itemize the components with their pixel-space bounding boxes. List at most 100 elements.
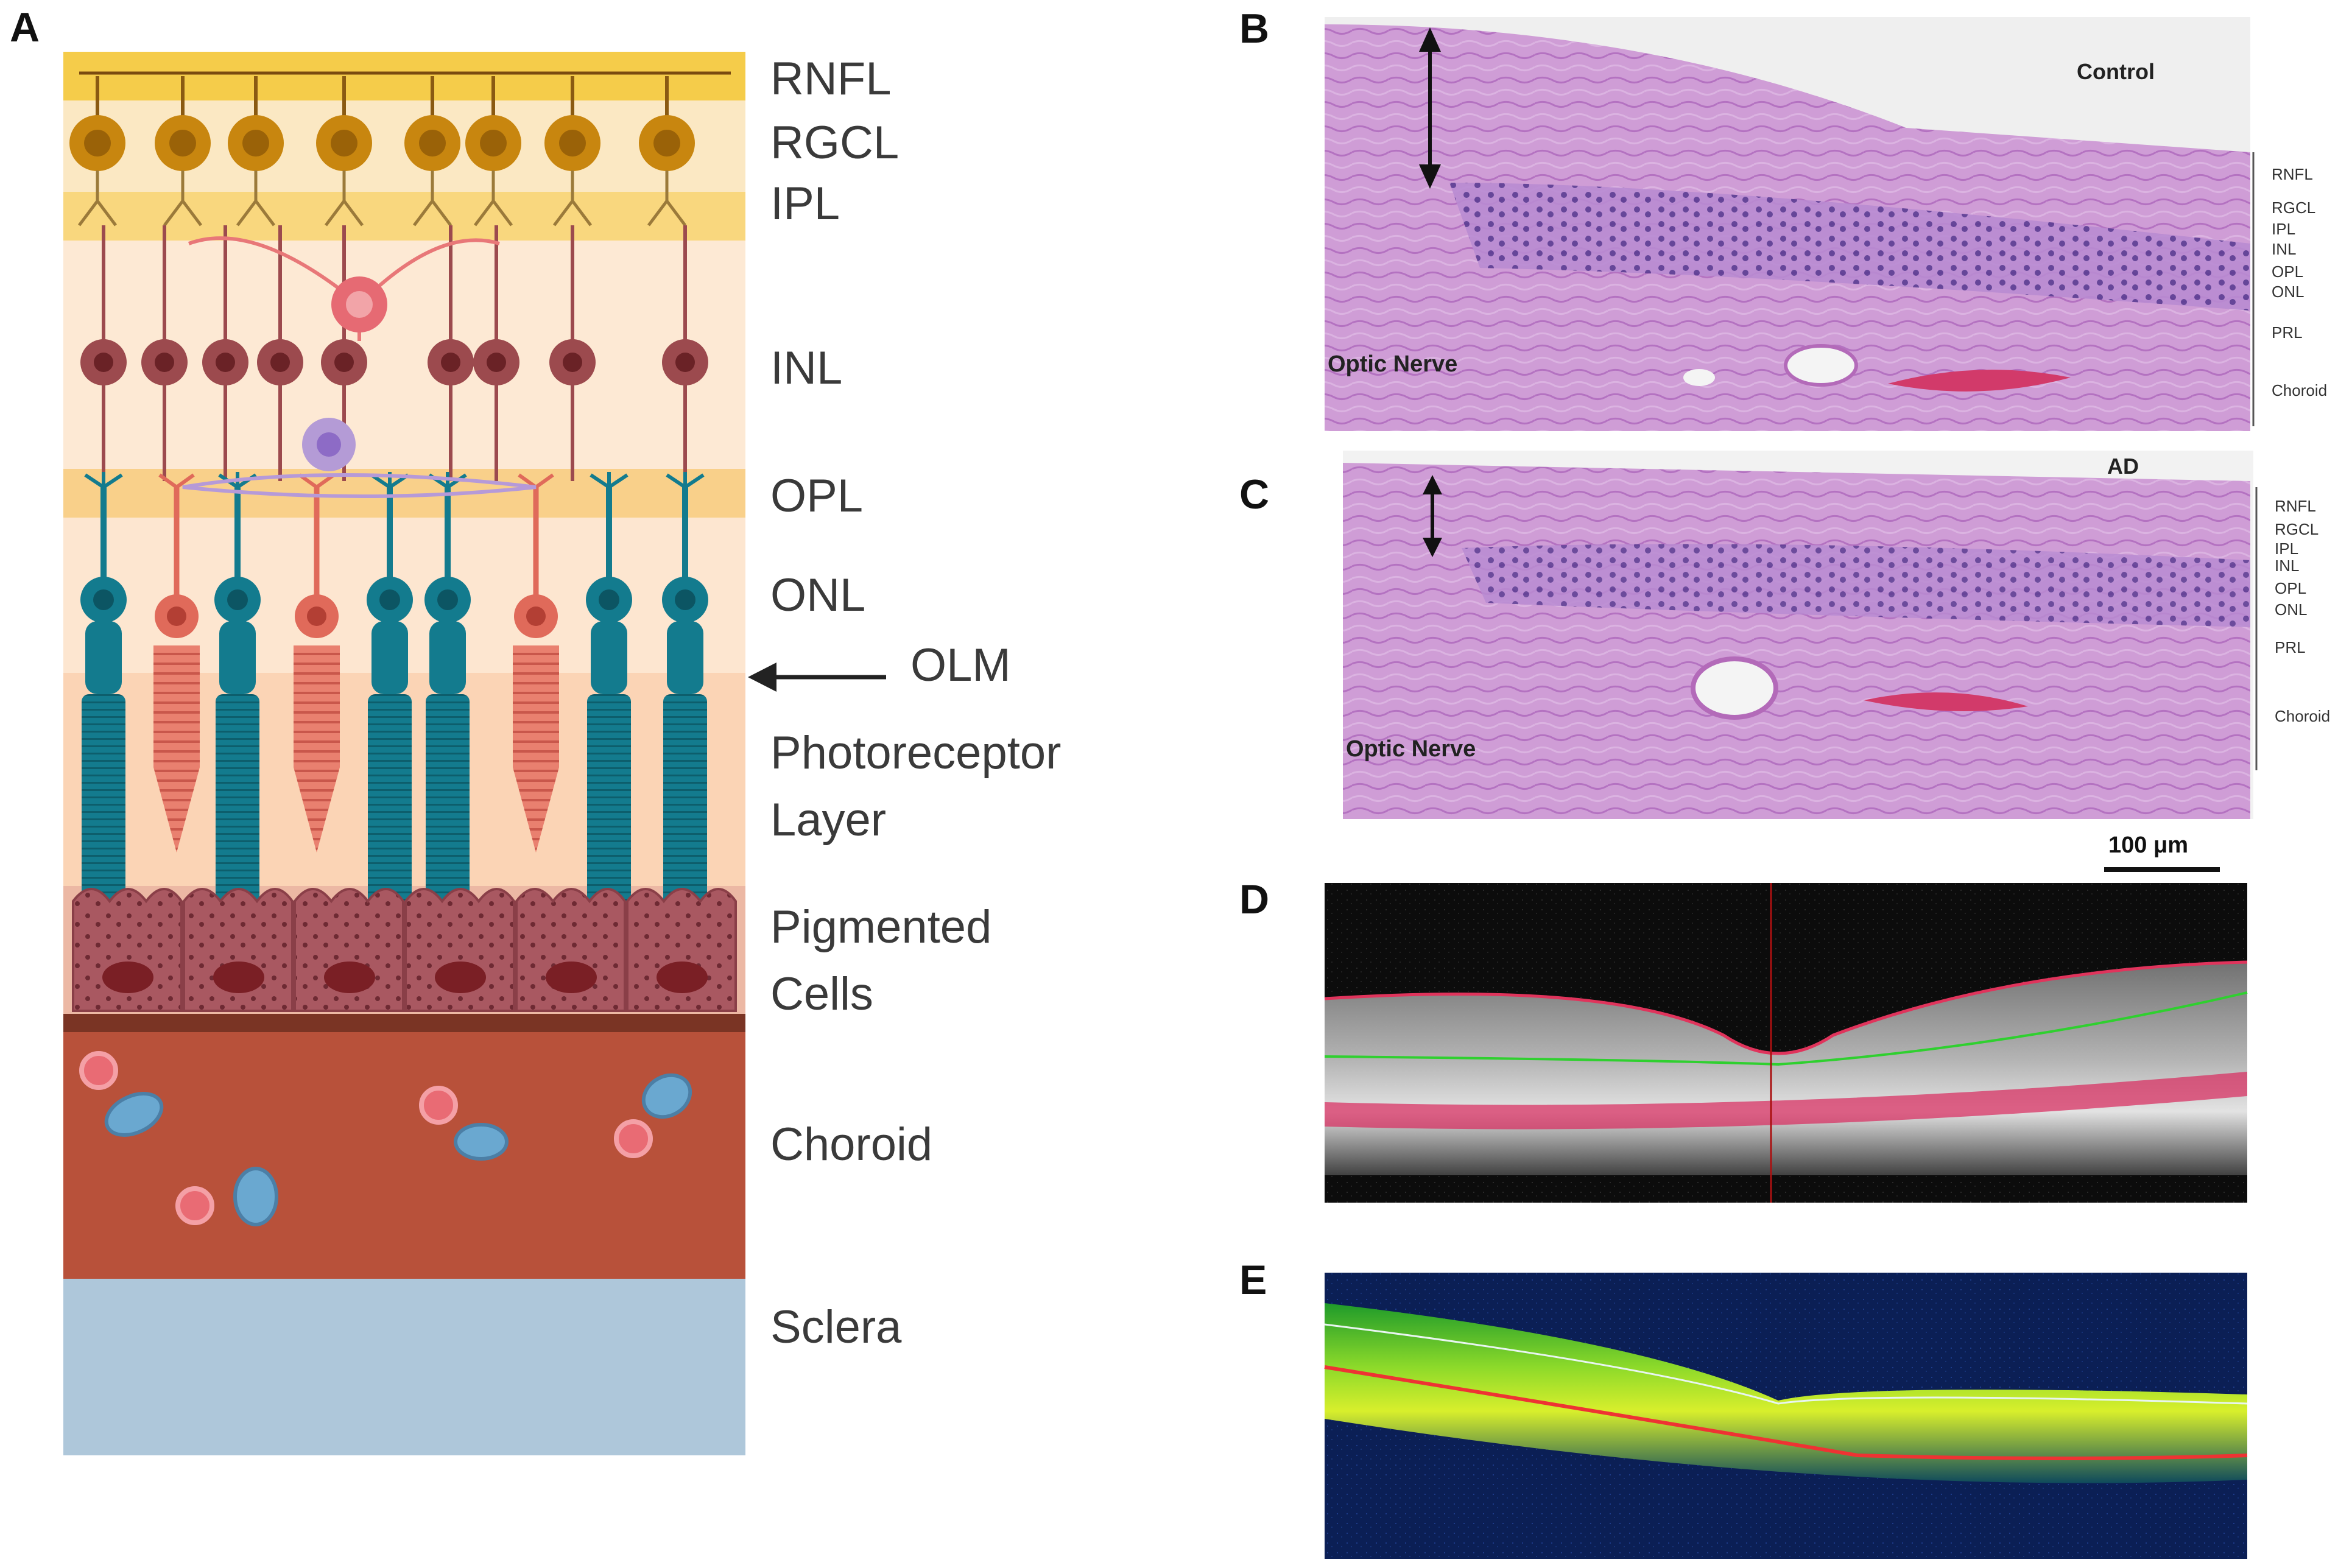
ganglion-nucleus	[84, 130, 111, 156]
ganglion-nucleus	[480, 130, 507, 156]
rod-synapse	[590, 472, 628, 489]
pigmented-cell	[294, 888, 404, 1012]
panel-d-ilm-line	[1324, 960, 2248, 1055]
pigmented-cell	[72, 888, 183, 1012]
pigmented-cell	[626, 888, 737, 1012]
cone-outer-segment	[153, 645, 200, 853]
histology-layer-label: INL	[2275, 557, 2299, 575]
bipolar-nucleus	[270, 353, 290, 372]
ganglion-dendrite	[236, 171, 275, 227]
panel-b-letter: B	[1239, 5, 1269, 52]
rod-inner-segment	[219, 621, 256, 694]
ganglion-dendrite	[647, 171, 686, 227]
histology-layer-label: ONL	[2272, 283, 2304, 301]
panel-b-vessel-lumen	[1784, 344, 1858, 387]
rod-nucleus	[599, 589, 619, 610]
scale-bar-label: 100 μm	[2108, 832, 2188, 858]
panel-e-retina	[1325, 1303, 2247, 1483]
rod-nucleus	[379, 589, 400, 610]
pigmented-cell-nucleus	[546, 962, 597, 993]
panel-e-rpe-line	[1324, 1365, 2248, 1460]
rod-synapse	[84, 472, 123, 489]
panel-d: D	[1239, 876, 2248, 1203]
panel-c-region: Optic Nerve	[1346, 736, 1476, 762]
label-rgcl: RGCL	[770, 117, 899, 169]
ganglion-nucleus	[242, 130, 269, 156]
bipolar-nucleus	[441, 353, 460, 372]
panel-b: B Control Optic Nerve RNFLRGCLIPLINLOPLO…	[1239, 5, 2327, 431]
label-photoreceptor-line1: Photoreceptor	[770, 727, 1061, 779]
bruch-membrane	[63, 1014, 745, 1032]
rod-nucleus	[93, 589, 114, 610]
rod-outer-segment	[663, 694, 707, 926]
panel-b-region: Optic Nerve	[1328, 351, 1457, 377]
cone-outer-segment	[513, 645, 559, 853]
label-photoreceptor-line2: Layer	[770, 794, 886, 846]
panel-c: C AD Optic Nerve RNFLRGCLIPLINLOPLONLPRL…	[1239, 451, 2330, 872]
panel-a: A	[10, 4, 1061, 1455]
histology-layer-label: RNFL	[2272, 165, 2313, 183]
pigmented-cell-nucleus	[435, 962, 486, 993]
histology-layer-label: INL	[2272, 240, 2296, 258]
histology-layer-label: RGCL	[2275, 520, 2319, 538]
histology-layer-label: Choroid	[2272, 381, 2327, 399]
ganglion-nucleus	[653, 130, 680, 156]
histology-layer-label: RGCL	[2272, 199, 2315, 217]
pigmented-cell-nucleus	[102, 962, 153, 993]
retina-cells	[69, 71, 737, 1012]
layer-labels: RNFL RGCL IPL INL OPL ONL OLM Photorecep…	[770, 53, 1061, 1353]
rod-outer-segment	[587, 694, 631, 926]
panel-e-ilm-line	[1324, 1323, 2248, 1405]
rod-synapse	[666, 472, 705, 489]
panel-b-retina-layers	[1449, 183, 2250, 311]
panel-c-vessel-lumen	[1691, 656, 1778, 720]
cone-nucleus	[526, 606, 546, 626]
rod-outer-segment	[368, 694, 412, 926]
ganglion-dendrite	[78, 171, 117, 227]
label-rnfl: RNFL	[770, 53, 891, 105]
amacrine-cell	[188, 236, 500, 341]
ganglion-nucleus	[169, 130, 196, 156]
label-ipl: IPL	[770, 178, 840, 230]
histology-layer-label: PRL	[2272, 323, 2303, 342]
pigmented-cell	[183, 888, 294, 1012]
pigmented-cell-nucleus	[213, 962, 264, 993]
panel-e: E	[1239, 1257, 2248, 1559]
histology-layer-label: OPL	[2272, 262, 2303, 281]
layer-rnfl-band	[63, 52, 745, 100]
rod-inner-segment	[371, 621, 408, 694]
rod-outer-segment	[426, 694, 470, 926]
label-onl: ONL	[770, 569, 865, 621]
histology-layer-label: OPL	[2275, 579, 2306, 597]
olm-arrow	[748, 663, 886, 692]
rod-inner-segment	[85, 621, 122, 694]
rod-nucleus	[437, 589, 458, 610]
bipolar-nucleus	[216, 353, 235, 372]
label-choroid: Choroid	[770, 1119, 932, 1170]
horizontal-cell	[182, 418, 537, 498]
label-olm: OLM	[910, 639, 1011, 691]
rod-outer-segment	[82, 694, 125, 926]
panel-e-letter: E	[1239, 1257, 1267, 1303]
cone-nucleus	[167, 606, 186, 626]
bipolar-nucleus	[487, 353, 506, 372]
rod-inner-segment	[429, 621, 466, 694]
ganglion-dendrite	[163, 171, 202, 227]
pigmented-cell	[404, 888, 515, 1012]
ganglion-nucleus	[331, 130, 357, 156]
panel-a-letter: A	[10, 4, 40, 51]
histology-layer-label: IPL	[2272, 220, 2295, 238]
panel-c-title: AD	[2107, 454, 2139, 479]
panel-b-vessel-lumen-small	[1683, 369, 1715, 386]
bipolar-nucleus	[563, 353, 582, 372]
rod-inner-segment	[591, 621, 627, 694]
pigmented-cell-nucleus	[324, 962, 375, 993]
label-pigmented-line2: Cells	[770, 968, 873, 1020]
panel-c-thickness-arrow	[1423, 475, 1442, 557]
ganglion-dendrite	[474, 171, 513, 227]
cone-synapse	[158, 473, 195, 489]
bipolar-nucleus	[334, 353, 354, 372]
histology-layer-label: ONL	[2275, 600, 2307, 619]
ganglion-nucleus	[419, 130, 446, 156]
